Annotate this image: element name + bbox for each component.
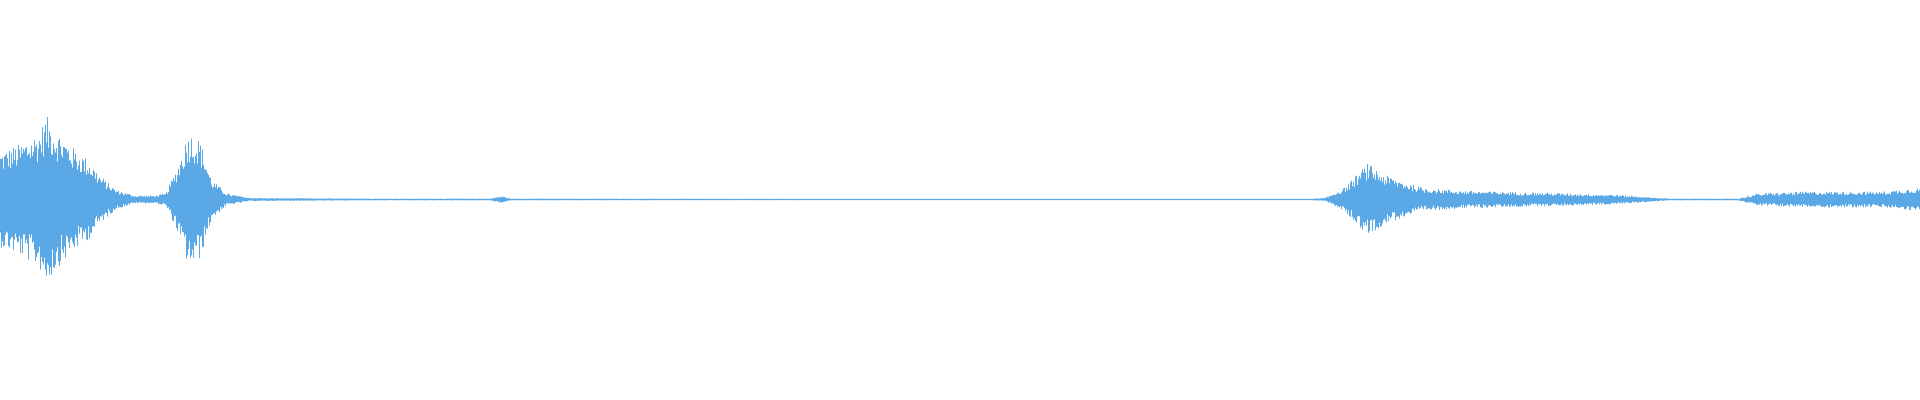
waveform-path xyxy=(0,116,1920,276)
waveform-samples xyxy=(0,116,1920,276)
